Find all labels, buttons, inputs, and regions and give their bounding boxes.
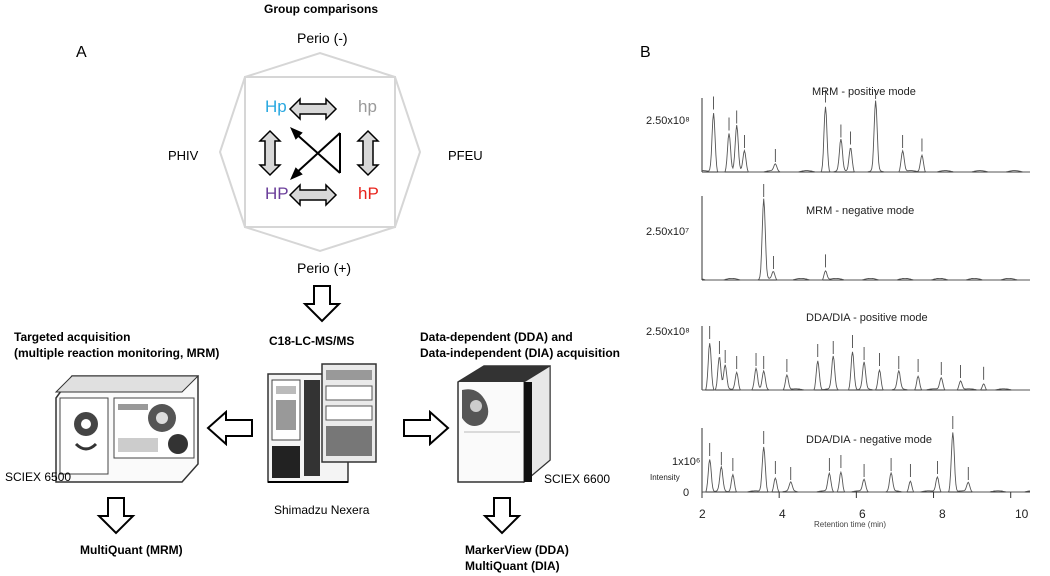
group-comparisons-label: Group comparisons [264, 2, 379, 16]
left-arrow-to-mrm [206, 410, 253, 446]
chrom-ylabel-3: 1x10⁶ [672, 456, 701, 468]
phiv-label: PHIV [168, 148, 199, 163]
chrom-trace-3 [702, 432, 1031, 493]
quadrant-bottom-right: hP [358, 184, 379, 203]
chrom-ylabel-1: 2.50x10⁷ [646, 226, 690, 238]
right-title-line2: Data-independent (DIA) acquisition [420, 346, 621, 360]
left-title-line2: (multiple reaction monitoring, MRM) [14, 346, 220, 360]
chrom-title-1: MRM - negative mode [806, 205, 915, 217]
right-arrow-to-dda [403, 410, 450, 446]
panel-b-letter: B [640, 44, 651, 61]
shimadzu-nexera-image [267, 363, 377, 483]
double-arrow-top [288, 97, 338, 121]
chrom-title-2: DDA/DIA - positive mode [806, 312, 928, 324]
quadrant-top-right: hp [358, 97, 377, 116]
chrom-ylabel-2: 2.50x10⁸ [646, 326, 690, 338]
x-axis-label: Retention time (min) [814, 520, 887, 529]
down-arrow-to-markerview [482, 497, 522, 535]
center-instrument-label: Shimadzu Nexera [274, 503, 370, 517]
quadrant-top-left: Hp [265, 97, 287, 116]
diagonal-arrows [290, 127, 341, 180]
chrom-title-3: DDA/DIA - negative mode [806, 434, 932, 446]
right-output-line1: MarkerView (DDA) [465, 543, 569, 557]
group-comparison-diagram [218, 51, 422, 253]
pfeu-label: PFEU [448, 148, 483, 163]
chrom-trace-0 [702, 100, 1030, 173]
panel-a-letter: A [76, 44, 87, 61]
left-instrument-label: SCIEX 6500 [5, 470, 72, 484]
chrom-trace-2 [702, 343, 1031, 391]
chromatogram-plots [701, 90, 1031, 498]
chrom-trace-1 [701, 198, 1030, 281]
x-tick-6: 6 [859, 507, 866, 521]
center-method-label: C18-LC-MS/MS [269, 334, 355, 348]
sciex-6600-image [457, 365, 551, 484]
perio-plus-label: Perio (+) [297, 260, 352, 276]
right-output-line2: MultiQuant (DIA) [465, 559, 560, 573]
double-arrow-bottom [288, 183, 338, 207]
chrom-intensity-label: Intensity [650, 473, 680, 482]
sciex-6500-image [54, 375, 200, 483]
double-arrow-right [356, 129, 380, 177]
perio-minus-label: Perio (-) [297, 30, 348, 46]
x-tick-8: 8 [939, 507, 946, 521]
left-title-line1: Targeted acquisition [14, 330, 131, 344]
down-arrow-to-multiquant-mrm [96, 497, 136, 535]
chrom-zero-label: 0 [683, 487, 690, 499]
right-title-line1: Data-dependent (DDA) and [420, 330, 573, 344]
chrom-title-0: MRM - positive mode [812, 86, 916, 98]
quadrant-bottom-left: HP [265, 184, 289, 203]
x-tick-10: 10 [1015, 507, 1029, 521]
double-arrow-left [258, 129, 282, 177]
x-tick-2: 2 [699, 507, 706, 521]
left-output-label: MultiQuant (MRM) [80, 543, 183, 557]
x-tick-4: 4 [779, 507, 786, 521]
right-instrument-label: SCIEX 6600 [544, 472, 611, 486]
chrom-ylabel-0: 2.50x10⁸ [646, 115, 690, 127]
down-arrow-to-lcms [302, 285, 342, 323]
